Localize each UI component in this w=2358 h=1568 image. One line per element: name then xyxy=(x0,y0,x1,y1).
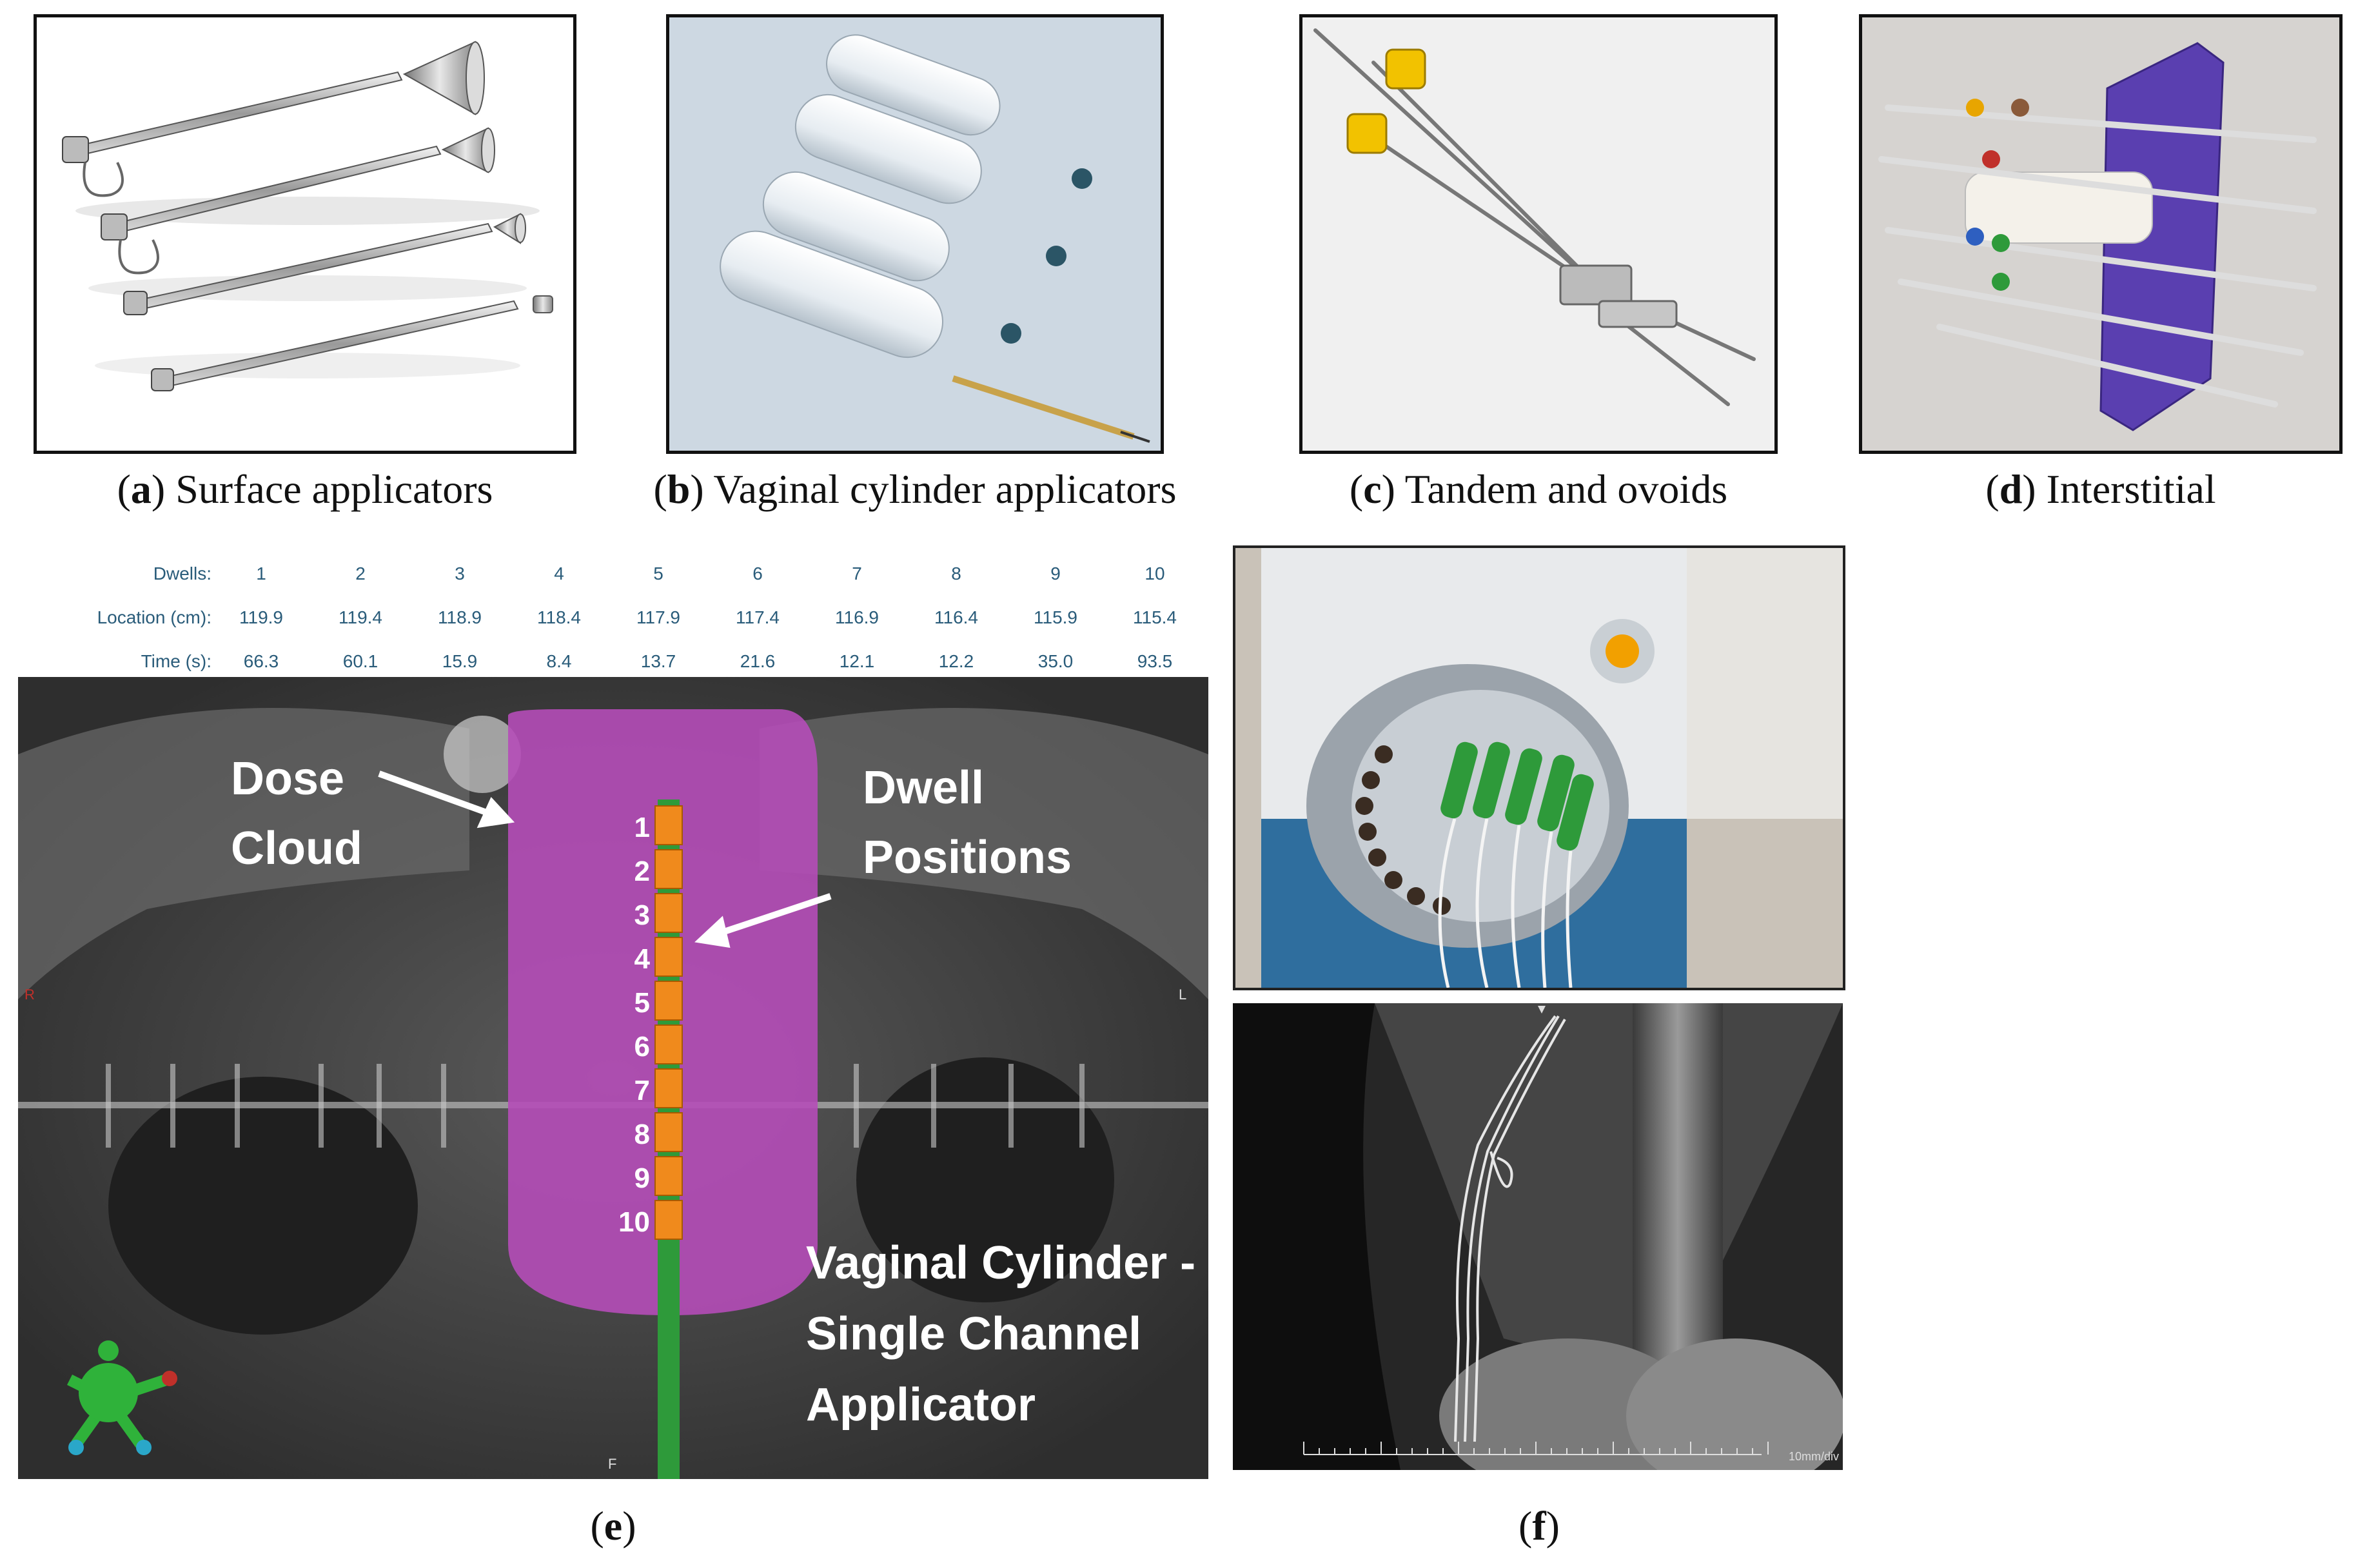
xray-scale-label: 10mm/div xyxy=(1788,1450,1839,1463)
panel-c-tandem-ovoids xyxy=(1299,14,1778,454)
dwell-cell-time: 60.1 xyxy=(342,651,378,671)
dwell-cell-dwell: 9 xyxy=(1050,564,1061,583)
xray-scale-ticks xyxy=(1303,1442,1769,1455)
dwell-cell-dwell: 6 xyxy=(752,564,763,583)
chest-xray-image xyxy=(1233,1003,1843,1470)
surface-applicators-image xyxy=(62,41,553,391)
dose-cloud-label: Dose Cloud xyxy=(231,753,362,874)
dwell-cell-time: 8.4 xyxy=(546,651,572,671)
dwell-cell-time: 15.9 xyxy=(442,651,478,671)
panel-d-interstitial xyxy=(1859,14,2343,454)
dwell-cell-dwell: 2 xyxy=(355,564,366,583)
dwell-cell-location: 116.9 xyxy=(835,607,879,627)
dwell-positions-label: Dwell Positions xyxy=(863,762,1072,883)
side-marker-left: L xyxy=(1179,986,1186,1003)
dwell-number: 6 xyxy=(634,1031,650,1063)
dwell-cell-dwell: 1 xyxy=(256,564,266,583)
dwell-column: 6 117.4 21.6 xyxy=(708,552,807,683)
dwell-column: 7 116.9 12.1 xyxy=(807,552,907,683)
dwell-cell-time: 93.5 xyxy=(1137,651,1173,671)
panel-b-vaginal-cylinders xyxy=(666,14,1164,454)
dwell-column: 3 118.9 15.9 xyxy=(410,552,509,683)
dwell-cell-location: 118.4 xyxy=(537,607,581,627)
orientation-widget xyxy=(66,1340,177,1455)
applicator-label: Vaginal Cylinder - Single Channel Applic… xyxy=(806,1237,1196,1431)
panel-f-afterloader xyxy=(1233,545,1845,990)
bottom-marker: F xyxy=(608,1456,616,1472)
dwell-cell-time: 12.2 xyxy=(938,651,974,671)
panel-f-chest-xray: 10mm/div xyxy=(1233,1003,1843,1470)
dwell-cell-location: 116.4 xyxy=(934,607,978,627)
dwell-cell-time: 21.6 xyxy=(740,651,776,671)
dwell-number: 10 xyxy=(618,1206,650,1238)
dwell-cell-location: 115.9 xyxy=(1034,607,1077,627)
row-label-time: Time (s): xyxy=(141,651,211,671)
dwell-cell-time: 12.1 xyxy=(839,651,875,671)
dwell-cell-dwell: 4 xyxy=(554,564,564,583)
dwell-number: 9 xyxy=(634,1162,650,1194)
dwell-row-labels: Dwells: Location (cm): Time (s): xyxy=(31,552,211,683)
panel-e-dose-planning: Dwells: Location (cm): Time (s): 1 119.9 6… xyxy=(18,538,1208,1479)
dwell-number: 8 xyxy=(634,1119,650,1150)
caption-f: (f) xyxy=(1518,1503,1560,1549)
dwell-cell-dwell: 8 xyxy=(951,564,961,583)
dwell-cell-time: 35.0 xyxy=(1037,651,1074,671)
caption-b: (b) Vaginal cylinder applicators xyxy=(653,466,1177,512)
dwell-column: 2 119.4 60.1 xyxy=(311,552,410,683)
caption-c: (c) Tandem and ovoids xyxy=(1349,466,1728,512)
dwell-column: 5 117.9 13.7 xyxy=(609,552,708,683)
dwell-number: 4 xyxy=(634,943,650,975)
dwell-column: 10 115.4 93.5 xyxy=(1105,552,1204,683)
dwell-cell-dwell: 10 xyxy=(1145,564,1165,583)
dwell-cell-location: 119.9 xyxy=(239,607,283,627)
dwell-number-labels: 1 2 3 4 5 6 7 8 9 10 xyxy=(598,806,650,1244)
dwell-cell-location: 117.9 xyxy=(636,607,680,627)
dwell-column: 9 115.9 35.0 xyxy=(1006,552,1105,683)
dwell-number: 1 xyxy=(634,812,650,843)
dwell-cell-time: 66.3 xyxy=(243,651,279,671)
dwell-number: 5 xyxy=(634,987,650,1019)
dwell-column: 8 116.4 12.2 xyxy=(907,552,1006,683)
caption-e: (e) xyxy=(590,1503,636,1549)
caption-a: (a) Surface applicators xyxy=(117,466,493,512)
dwell-columns: 1 119.9 66.3 2 119.4 60.1 3 118.9 15.9 4 118.4 8.4 5… xyxy=(211,552,1204,681)
dwell-number: 2 xyxy=(634,856,650,887)
dwell-cell-dwell: 3 xyxy=(455,564,465,583)
dwell-cell-dwell: 7 xyxy=(852,564,862,583)
dwell-table: Dwells: Location (cm): Time (s): 1 119.9 6… xyxy=(18,538,1208,677)
side-marker-right: R xyxy=(25,986,35,1003)
panel-a-surface-applicators xyxy=(34,14,576,454)
tandem-ovoids-image xyxy=(1313,28,1756,406)
dwell-markers xyxy=(654,805,683,1240)
dwell-cell-location: 119.4 xyxy=(339,607,382,627)
dwell-cell-location: 118.9 xyxy=(438,607,482,627)
dwell-cell-location: 115.4 xyxy=(1133,607,1177,627)
vaginal-cylinders-image xyxy=(720,34,1150,443)
dwell-number: 7 xyxy=(634,1075,650,1106)
caption-d: (d) Interstitial xyxy=(1985,466,2216,512)
dwell-cell-location: 117.4 xyxy=(736,607,780,627)
afterloader-image xyxy=(1235,548,1843,988)
dose-cloud-xray: R L F xyxy=(18,677,1208,1479)
dwell-column: 1 119.9 66.3 xyxy=(211,552,311,683)
interstitial-image xyxy=(1878,42,2317,431)
dwell-column: 4 118.4 8.4 xyxy=(509,552,609,683)
dwell-number: 3 xyxy=(634,899,650,931)
dwell-cell-dwell: 5 xyxy=(653,564,663,583)
row-label-dwells: Dwells: xyxy=(153,564,211,583)
row-label-location: Location (cm): xyxy=(97,607,211,627)
dwell-cell-time: 13.7 xyxy=(640,651,676,671)
